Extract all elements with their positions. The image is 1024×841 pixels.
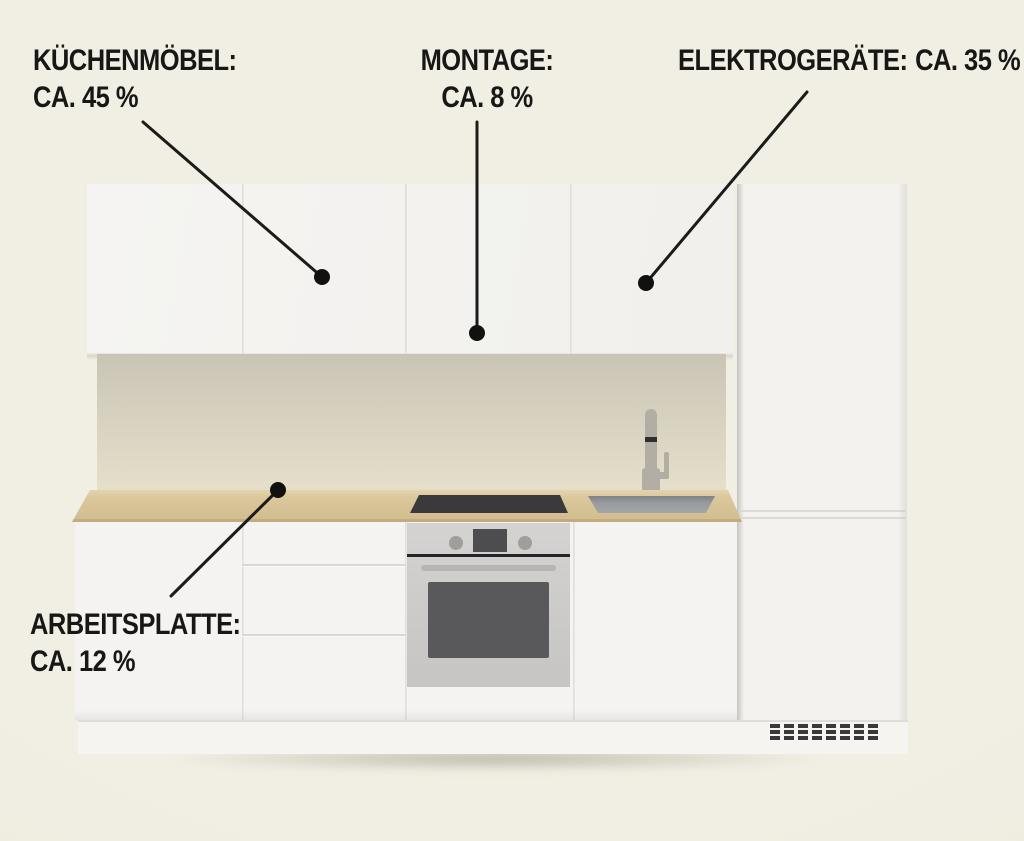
oven-panel-line: [407, 554, 570, 557]
base-cabinet-divider: [405, 522, 407, 720]
oven-knob-left: [449, 536, 463, 550]
oven-door-window: [428, 582, 549, 658]
sink-basin: [588, 496, 715, 513]
label-elektrogeraete-value: CA. 35 %: [915, 44, 1021, 77]
faucet-aerator-band: [645, 437, 657, 442]
callout-line-kuechenmoebel: [141, 120, 324, 279]
base-cabinet-row: [75, 522, 737, 720]
oven-knob-right: [518, 536, 532, 550]
drawer-gap-line: [243, 634, 405, 636]
label-arbeitsplatte-title: ARBEITSPLATTE:: [30, 608, 241, 641]
callout-line-elektrogeraete: [644, 90, 809, 285]
callout-dot-elektrogeraete: [638, 275, 654, 291]
callout-dot-arbeitsplatte: [270, 482, 286, 498]
faucet-handle-lever: [664, 452, 669, 479]
callout-dot-kuechenmoebel: [314, 269, 330, 285]
vent-grille: [770, 724, 881, 740]
label-montage: MONTAGE: CA. 8 %: [406, 42, 568, 116]
drawer-gap-line: [243, 564, 405, 566]
base-cabinet-divider: [573, 522, 575, 720]
tall-fridge-cabinet: [737, 184, 907, 722]
label-elektrogeraete: ELEKTROGERÄTE:CA. 35 %: [678, 42, 1021, 79]
oven: [407, 523, 570, 687]
upper-cabinet-divider: [570, 184, 572, 353]
tall-cabinet-groove: [739, 510, 905, 512]
label-arbeitsplatte-value: CA. 12 %: [30, 645, 136, 678]
oven-display: [473, 529, 507, 552]
oven-handle: [421, 565, 556, 571]
tall-cabinet-groove: [739, 517, 905, 519]
label-montage-value: CA. 8 %: [441, 81, 533, 114]
callout-dot-montage: [469, 325, 485, 341]
label-kuechenmoebel-value: CA. 45 %: [33, 81, 139, 114]
faucet-handle-arm: [658, 472, 668, 479]
label-kuechenmoebel: KÜCHENMÖBEL: CA. 45 %: [33, 42, 237, 116]
upper-cabinet-row: [87, 184, 733, 355]
label-arbeitsplatte: ARBEITSPLATTE: CA. 12 %: [30, 606, 241, 680]
label-montage-title: MONTAGE:: [420, 44, 554, 77]
plinth: [78, 720, 908, 754]
backsplash: [97, 354, 726, 493]
label-kuechenmoebel-title: KÜCHENMÖBEL:: [33, 44, 237, 77]
callout-line-arbeitsplatte: [169, 488, 280, 598]
label-elektrogeraete-title: ELEKTROGERÄTE:: [678, 44, 908, 77]
upper-cabinet-divider: [405, 184, 407, 353]
countertop-edge-shadow: [72, 519, 742, 522]
cooktop: [410, 495, 568, 513]
base-cabinet-divider: [242, 522, 244, 720]
upper-cabinet-divider: [242, 184, 244, 353]
